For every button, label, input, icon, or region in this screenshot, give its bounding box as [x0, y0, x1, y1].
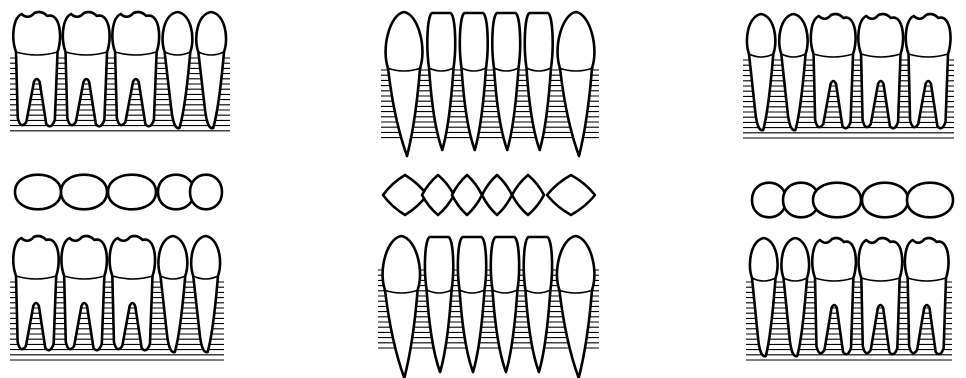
occlusal-left-crown-outline-1	[15, 175, 61, 210]
lower-left-molar-tooth-1	[13, 236, 58, 350]
occlusal-center-outlines	[383, 175, 595, 215]
occlusal-center-crown-outline-6	[547, 175, 595, 215]
lower-right-molar-tooth-4	[859, 238, 903, 354]
upper-center-incisor-tooth-2	[427, 13, 455, 150]
occlusal-right-crown-outline-5	[907, 183, 953, 218]
lower-left-molar-tooth-3	[110, 236, 155, 350]
upper-right-premolar-tooth-2	[779, 14, 807, 130]
upper-right-molar-tooth-4	[858, 14, 903, 128]
upper-center-incisor-tooth-3	[460, 13, 488, 150]
upper-left-teeth-panel	[10, 12, 230, 131]
occlusal-left-crown-outline-4	[158, 175, 194, 210]
upper-left-molar-tooth-1	[13, 12, 60, 126]
lower-center-canine-tooth-1	[383, 236, 420, 378]
lower-left-premolar-tooth-5	[191, 236, 220, 352]
occlusal-right-outlines	[752, 183, 953, 218]
upper-center-incisor-tooth-4	[492, 13, 520, 150]
lower-center-incisor-tooth-3	[458, 237, 486, 372]
occlusal-left-crown-outline-5	[190, 175, 222, 210]
upper-right-premolar-tooth-1	[747, 14, 775, 130]
upper-center-canine-tooth-1	[386, 12, 423, 156]
lower-center-incisor-tooth-5	[524, 237, 552, 372]
lower-left-premolar-tooth-4	[158, 236, 187, 352]
occlusal-left-crown-outline-3	[108, 175, 156, 210]
upper-center-teeth-panel	[381, 12, 599, 156]
occlusal-center-crown-outline-1	[383, 175, 427, 215]
occlusal-center-crown-outline-4	[482, 175, 512, 215]
upper-left-premolar-tooth-5	[196, 12, 226, 128]
occlusal-right-crown-outline-3	[813, 183, 861, 218]
lower-center-teeth-panel	[378, 236, 599, 378]
lower-center-incisor-tooth-2	[425, 237, 453, 372]
upper-right-teeth-panel	[743, 14, 954, 138]
lower-center-incisor-tooth-4	[491, 237, 519, 372]
lower-center-canine-tooth-6	[557, 236, 594, 378]
lower-right-premolar-tooth-1	[750, 238, 778, 356]
occlusal-center-crown-outline-2	[422, 175, 454, 215]
occlusal-right-crown-outline-1	[752, 183, 786, 218]
upper-left-molar-tooth-3	[112, 12, 159, 126]
occlusal-center-crown-outline-5	[512, 175, 544, 215]
lower-left-molar-tooth-2	[61, 236, 106, 350]
lower-right-teeth-panel	[746, 238, 952, 360]
upper-left-premolar-tooth-4	[163, 12, 193, 128]
upper-center-canine-tooth-6	[558, 12, 595, 156]
lower-left-teeth-panel	[10, 236, 224, 360]
occlusal-right-crown-outline-4	[862, 183, 908, 218]
occlusal-left-crown-outline-2	[61, 175, 107, 210]
lower-right-molar-tooth-3	[812, 238, 856, 354]
lower-right-molar-tooth-5	[905, 238, 949, 354]
upper-right-molar-tooth-5	[906, 14, 951, 128]
occlusal-left-outlines	[15, 175, 222, 210]
upper-center-incisor-tooth-5	[525, 13, 553, 150]
upper-left-molar-tooth-2	[63, 12, 110, 126]
lower-right-premolar-tooth-2	[781, 238, 809, 356]
occlusal-center-crown-outline-3	[452, 175, 482, 215]
upper-right-molar-tooth-3	[811, 14, 856, 128]
